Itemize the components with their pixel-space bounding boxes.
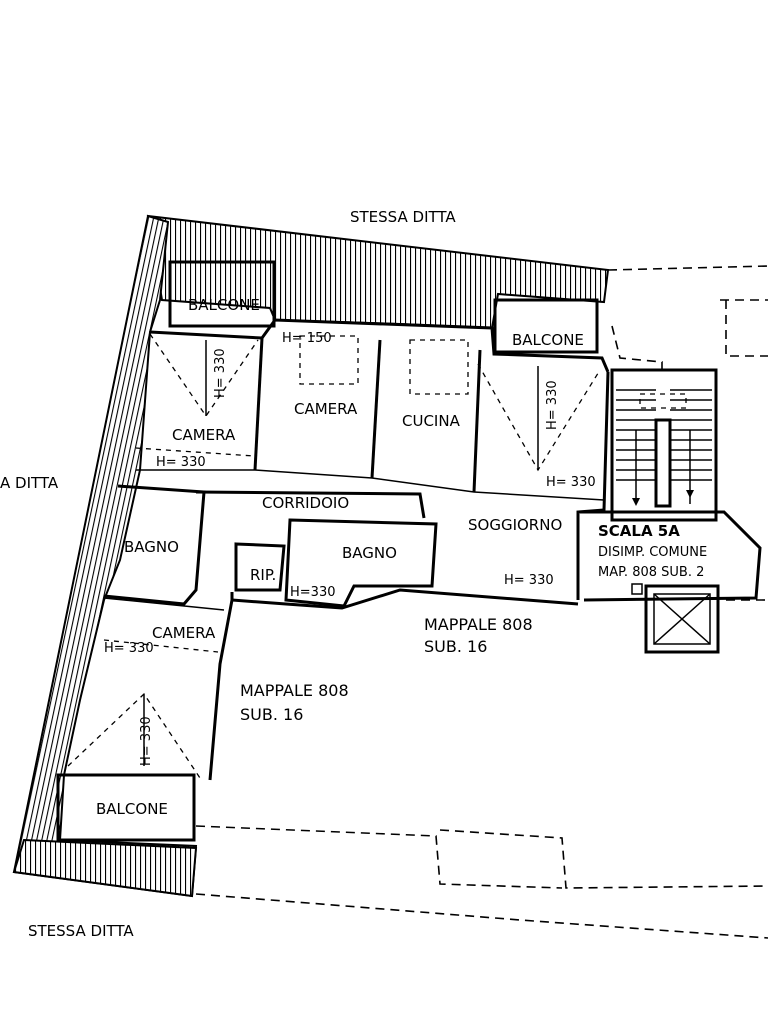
- room-diagonals: [67, 333, 601, 779]
- stair-label-line2: DISIMP. COMUNE: [598, 545, 707, 560]
- parcel-center-line2: SUB. 16: [424, 637, 487, 656]
- neighbor-outlines: [195, 265, 768, 939]
- stair-core: [580, 368, 762, 654]
- height-bagno2: H=330: [290, 585, 335, 600]
- height-soggiorno-vertical: H= 330: [545, 380, 560, 430]
- stair-label-line3: MAP. 808 SUB. 2: [598, 565, 704, 580]
- neighbor-top-label: STESSA DITTA: [350, 208, 456, 226]
- bagno-2-label: BAGNO: [342, 544, 397, 562]
- balcony-bottom-outline: [56, 773, 196, 842]
- height-150-label: H= 150: [282, 331, 332, 346]
- height-camera3-vertical: H= 330: [139, 716, 154, 766]
- parcel-center-line1: MAPPALE 808: [424, 615, 533, 634]
- camera-2-label: CAMERA: [294, 400, 358, 418]
- outer-wall-hatch: [12, 214, 610, 898]
- balcony-top-left-outline: [168, 260, 276, 328]
- soggiorno-label: SOGGIORNO: [468, 516, 562, 534]
- lift-shaft: [644, 584, 720, 654]
- neighbor-left-label: A DITTA: [0, 474, 59, 492]
- balcone-top-left-label: BALCONE: [188, 296, 260, 314]
- camera-1-label: CAMERA: [172, 426, 236, 444]
- parcel-left-line1: MAPPALE 808: [240, 681, 349, 700]
- corridoio-label: CORRIDOIO: [262, 494, 349, 512]
- stair-label-line1: SCALA 5A: [598, 522, 680, 540]
- height-soggiorno-corner: H= 330: [546, 475, 596, 490]
- height-camera3-horizontal: H= 330: [104, 641, 154, 656]
- balcone-top-right-label: BALCONE: [512, 331, 584, 349]
- height-soggiorno-bottom: H= 330: [504, 573, 554, 588]
- balcony-top-right-outline: [493, 298, 599, 354]
- ripostiglio-label: RIP.: [250, 566, 276, 584]
- cucina-label: CUCINA: [402, 412, 461, 430]
- balcone-bottom-label: BALCONE: [96, 800, 168, 818]
- stair-treads: [616, 389, 712, 481]
- camera-3-label: CAMERA: [152, 624, 216, 642]
- height-camera1-horizontal: H= 330: [156, 455, 206, 470]
- bagno-1-label: BAGNO: [124, 538, 179, 556]
- neighbor-bottom-label: STESSA DITTA: [28, 922, 134, 940]
- height-camera1-vertical: H= 330: [213, 348, 228, 398]
- parcel-left-line2: SUB. 16: [240, 705, 303, 724]
